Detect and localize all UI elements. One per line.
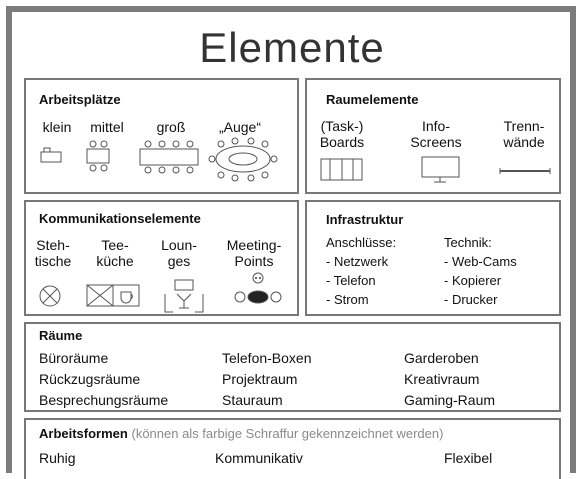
infrastruktur-box bbox=[305, 200, 561, 316]
arbeitsplatz-label-gross: groß bbox=[156, 119, 186, 135]
large-desk-icon bbox=[139, 140, 199, 174]
arbeitsplaetze-box bbox=[24, 78, 299, 194]
raumelement-label-boards-text: (Task-) Boards bbox=[319, 118, 365, 151]
arbeitsform-flexibel: Flexibel bbox=[444, 450, 493, 466]
kommunikation-label-lounges-text: Loun- ges bbox=[161, 237, 197, 270]
arbeitsplatz-label-klein: klein bbox=[42, 119, 72, 135]
arbeitsformen-heading: Arbeitsformen bbox=[39, 426, 128, 441]
screen-icon bbox=[421, 156, 460, 183]
raum-besprechungsraeume: Besprechungsräume bbox=[39, 392, 169, 408]
eye-table-icon bbox=[208, 137, 278, 182]
arbeitsplatz-label-auge: „Auge“ bbox=[218, 119, 262, 135]
arbeitsformen-box bbox=[24, 418, 561, 479]
raum-telefon-boxen: Telefon-Boxen bbox=[222, 350, 312, 366]
small-desk-icon bbox=[40, 147, 62, 163]
technik-webcams: - Web-Cams bbox=[444, 254, 517, 269]
partition-wall-icon bbox=[499, 168, 551, 174]
medium-desk-icon bbox=[86, 140, 110, 172]
board-icon bbox=[320, 158, 363, 181]
kommunikation-label-meetingpoints-text: Meeting- Points bbox=[226, 237, 282, 270]
kommunikation-label-stehtische: Steh- tische bbox=[30, 237, 76, 269]
kommunikation-heading: Kommunikationselemente bbox=[39, 211, 201, 226]
raum-rueckzugsraeume: Rückzugsräume bbox=[39, 371, 141, 387]
arbeitsplaetze-heading: Arbeitsplätze bbox=[39, 92, 121, 107]
anschluesse-label: Anschlüsse: bbox=[326, 235, 397, 250]
kommunikation-label-meetingpoints: Meeting- Points bbox=[218, 237, 290, 269]
arbeitsform-kommunikativ: Kommunikativ bbox=[215, 450, 303, 466]
raumelement-label-trennwaende: Trenn- wände bbox=[492, 118, 556, 150]
infrastruktur-heading: Infrastruktur bbox=[326, 212, 404, 227]
standing-table-icon bbox=[39, 285, 61, 307]
kommunikation-label-stehtische-text: Steh- tische bbox=[34, 237, 72, 270]
meeting-point-icon bbox=[234, 272, 282, 304]
raumelemente-heading: Raumelemente bbox=[326, 92, 419, 107]
raum-bueroraeume: Büroräume bbox=[39, 350, 109, 366]
arbeitsplatz-label-mittel: mittel bbox=[90, 119, 124, 135]
raum-gaming-raum: Gaming-Raum bbox=[404, 392, 496, 408]
arbeitsform-ruhig: Ruhig bbox=[39, 450, 76, 466]
anschluss-strom: - Strom bbox=[326, 292, 369, 307]
anschluss-netzwerk: - Netzwerk bbox=[326, 254, 389, 269]
arbeitsformen-note: (können als farbige Schraffur gekennzeic… bbox=[131, 426, 444, 441]
raum-garderoben: Garderoben bbox=[404, 350, 479, 366]
page-title: Elemente bbox=[199, 24, 385, 71]
technik-kopierer: - Kopierer bbox=[444, 273, 502, 288]
technik-drucker: - Drucker bbox=[444, 292, 498, 307]
raumelement-label-boards: (Task-) Boards bbox=[310, 118, 374, 150]
kommunikation-label-teekueche-text: Tee- küche bbox=[96, 237, 134, 270]
raumelement-label-trennwaende-text: Trenn- wände bbox=[503, 118, 545, 151]
arbeitsformen-header: Arbeitsformen (können als farbige Schraf… bbox=[39, 426, 444, 442]
raumelement-label-screens-text: Info- Screens bbox=[410, 118, 462, 151]
tea-kitchen-icon bbox=[86, 284, 140, 307]
raeume-box bbox=[24, 322, 561, 412]
raum-kreativraum: Kreativraum bbox=[404, 371, 480, 387]
raeume-heading: Räume bbox=[39, 328, 83, 343]
kommunikation-label-teekueche: Tee- küche bbox=[88, 237, 142, 269]
anschluss-telefon: - Telefon bbox=[326, 273, 376, 288]
raum-projektraum: Projektraum bbox=[222, 371, 298, 387]
kommunikation-label-lounges: Loun- ges bbox=[156, 237, 202, 269]
raumelement-label-screens: Info- Screens bbox=[400, 118, 472, 150]
raum-stauraum: Stauraum bbox=[222, 392, 283, 408]
lounge-icon bbox=[164, 279, 204, 313]
technik-label: Technik: bbox=[444, 235, 492, 250]
raumelemente-box bbox=[305, 78, 561, 194]
